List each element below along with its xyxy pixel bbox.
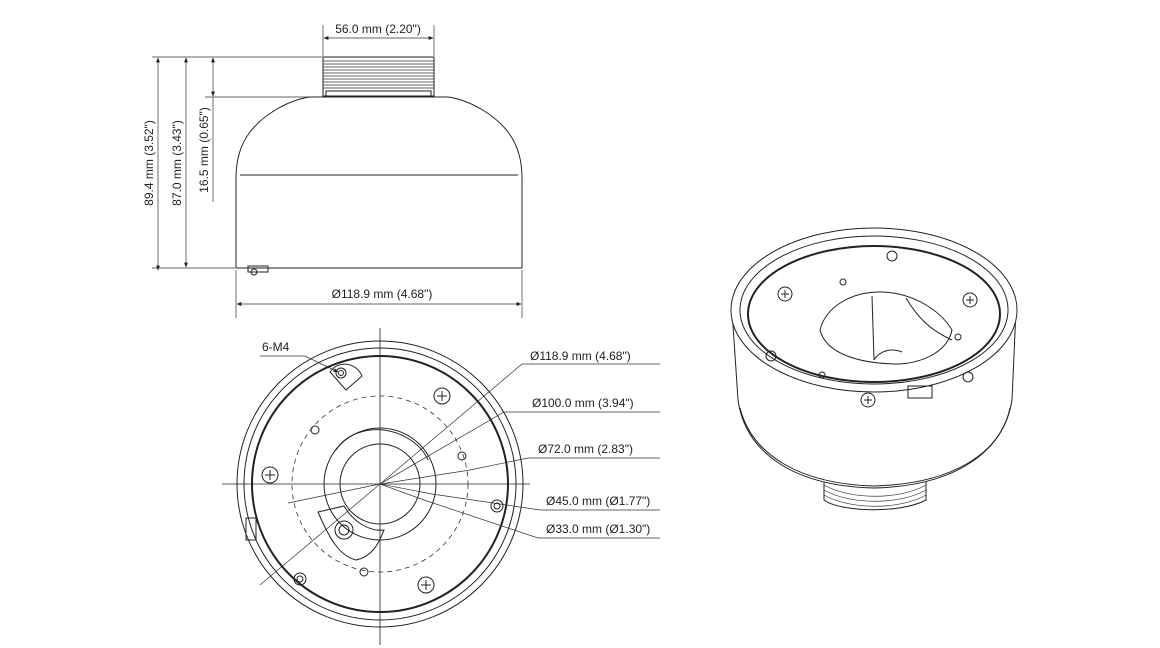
side-view: 56.0 mm (2.20") 89.4 mm (3.52") 87.0 mm …: [142, 22, 523, 318]
dim-72-label: Ø72.0 mm (2.83"): [538, 442, 633, 456]
thread-neck: [322, 56, 435, 98]
base-diameter-dimension: Ø118.9 mm (4.68"): [235, 270, 523, 318]
total-height-label: 89.4 mm (3.52"): [142, 120, 156, 206]
screw-label: 6-M4: [262, 340, 290, 354]
dim-33-label: Ø33.0 mm (Ø1.30"): [546, 522, 650, 536]
dim-45-label: Ø45.0 mm (Ø1.77"): [546, 494, 650, 508]
bottom-latch: [247, 265, 269, 276]
dome-body: [235, 96, 523, 269]
thread-width-dimension: 56.0 mm (2.20"): [322, 22, 435, 56]
iso-latch: [907, 385, 933, 399]
base-diameter-label: Ø118.9 mm (4.68"): [332, 287, 433, 301]
diameter-leaders: [259, 363, 660, 586]
body-height-dimension: 87.0 mm (3.43"): [170, 57, 188, 268]
body-height-label: 87.0 mm (3.43"): [170, 120, 184, 206]
thread-height-dimension: 16.5 mm (0.65"): [197, 57, 215, 202]
lower-left-tab: [317, 505, 385, 561]
dim-100-label: Ø100.0 mm (3.94"): [532, 396, 634, 410]
iso-thread: [823, 480, 927, 511]
thread-width-label: 56.0 mm (2.20"): [335, 22, 421, 36]
mounting-holes: [293, 363, 504, 586]
phillips-screws: [261, 387, 451, 594]
dim-118-label: Ø118.9 mm (4.68"): [530, 349, 631, 363]
total-height-dimension: 89.4 mm (3.52"): [142, 57, 160, 271]
side-latch: [245, 517, 257, 541]
iso-screws: [765, 250, 978, 408]
bottom-view: 6-M4 Ø118.9 mm (4.68") Ø100.0 mm (3.94")…: [222, 328, 660, 645]
thread-height-label: 16.5 mm (0.65"): [197, 107, 211, 193]
isometric-view: [730, 227, 1018, 511]
